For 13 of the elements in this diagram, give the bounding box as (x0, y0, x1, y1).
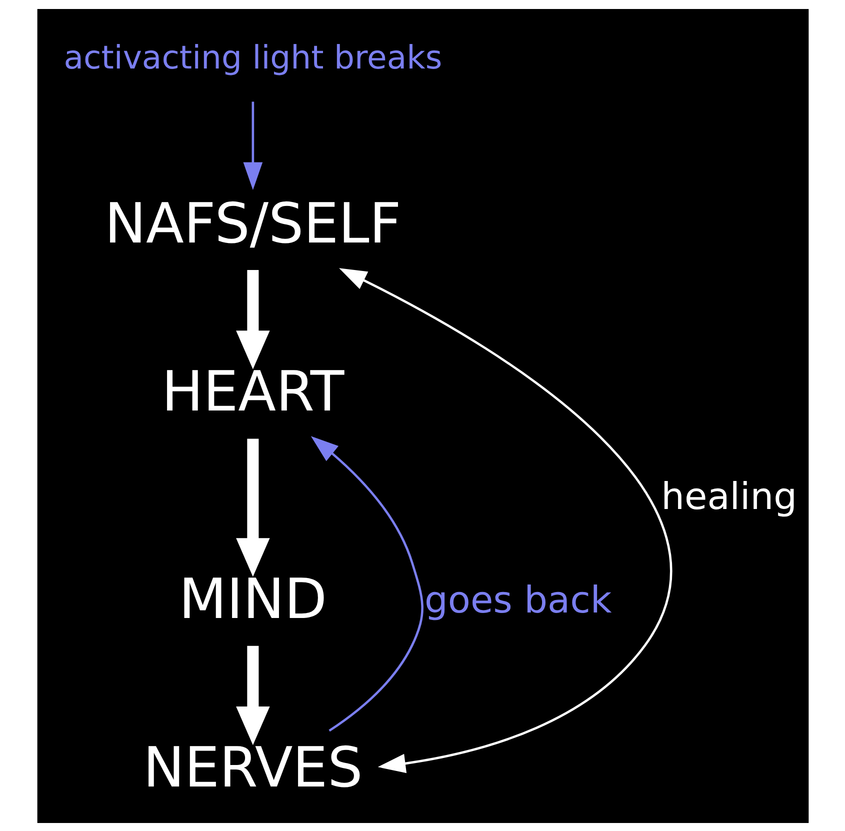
arrow (236, 438, 270, 576)
arrow (310, 436, 423, 732)
arrow (338, 268, 672, 773)
edge-label: healing (660, 474, 797, 518)
node-text: activacting light breaks (63, 38, 442, 76)
node-text: NERVES (142, 736, 362, 800)
node-text: MIND (178, 568, 326, 632)
arrow (236, 270, 270, 369)
arrow (236, 645, 270, 745)
node-text: HEART (161, 360, 344, 424)
arrow (242, 101, 262, 190)
edge-label: goes back (424, 578, 612, 622)
node-text: NAFS/SELF (104, 192, 401, 256)
